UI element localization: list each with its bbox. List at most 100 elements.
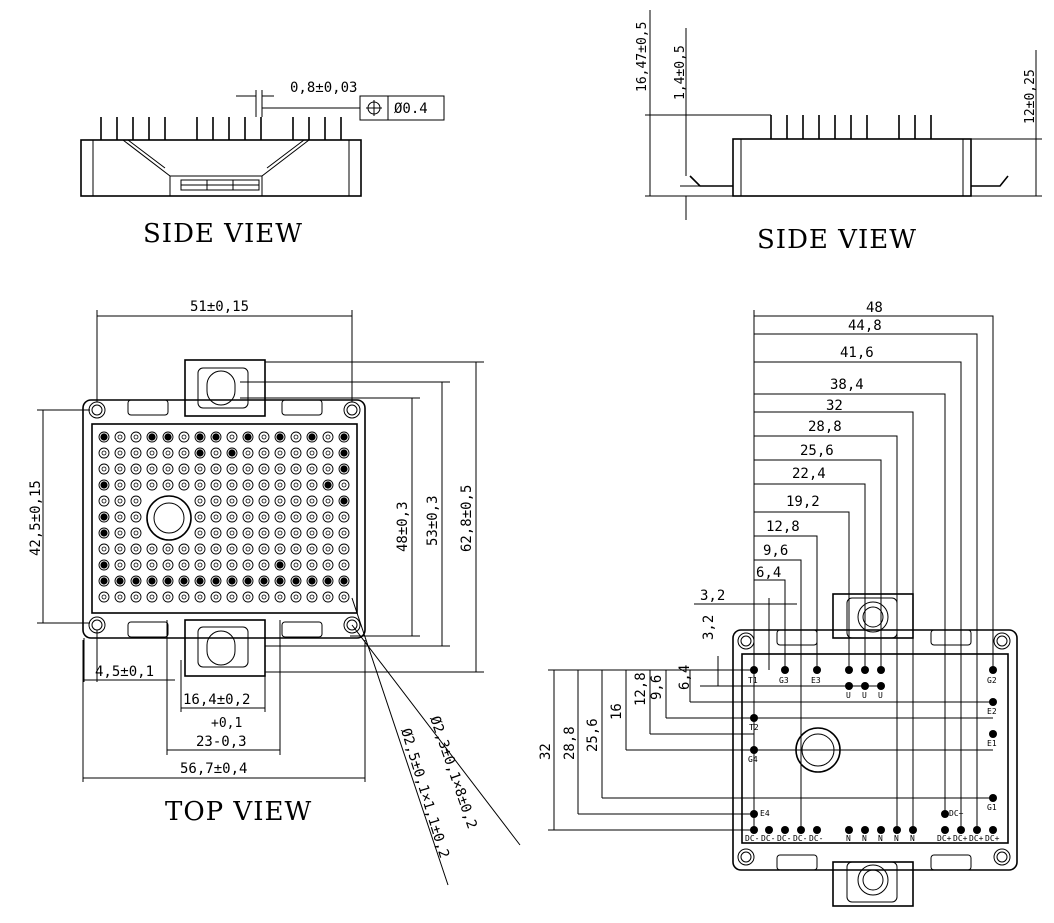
right-side-view: 16,47±0,5 1,4±0,5 12±0,25 SIDE VIEW <box>635 10 1042 255</box>
grid-pin-hole <box>114 527 126 539</box>
pin-dot <box>797 826 805 834</box>
svg-text:9,6: 9,6 <box>763 543 788 559</box>
grid-pin-hole <box>130 431 142 443</box>
grid-pin <box>340 465 348 473</box>
grid-pin-hole <box>194 447 206 459</box>
grid-pin <box>100 513 108 521</box>
svg-text:28,8: 28,8 <box>808 419 842 435</box>
grid-pin-hole <box>178 575 190 587</box>
pin-label-g4: G4 <box>748 755 758 764</box>
grid-pin-hole <box>290 543 302 555</box>
grid-pin <box>100 577 108 585</box>
grid-pin <box>293 514 299 520</box>
pin-dot <box>750 746 758 754</box>
grid-pin <box>277 546 283 552</box>
grid-pin <box>196 433 204 441</box>
grid-pin-hole <box>306 479 318 491</box>
grid-pin-hole <box>226 543 238 555</box>
pin-label-dcm-5: DC- <box>809 834 823 843</box>
grid-pin-hole <box>114 431 126 443</box>
pin-dot <box>989 794 997 802</box>
pin-dot <box>845 666 853 674</box>
pin-width-dim: 0,8±0,03 <box>290 80 357 96</box>
grid-pin <box>276 433 284 441</box>
grid-pin <box>245 498 251 504</box>
grid-pin-hole <box>226 511 238 523</box>
pin-dot <box>845 682 853 690</box>
pin-dot <box>750 810 758 818</box>
pin-dot <box>750 826 758 834</box>
grid-pin-hole <box>178 479 190 491</box>
grid-pin-hole <box>130 511 142 523</box>
grid-pin <box>100 561 108 569</box>
grid-pin-hole <box>178 463 190 475</box>
grid-pin <box>341 482 347 488</box>
grid-pin-hole <box>242 431 254 443</box>
svg-text:12,8: 12,8 <box>633 672 649 706</box>
grid-pin <box>245 546 251 552</box>
grid-pin-hole <box>338 463 350 475</box>
pin-label-dcp-3: DC+ <box>969 834 984 843</box>
grid-pin <box>213 530 219 536</box>
grid-pin-hole <box>114 575 126 587</box>
grid-pin <box>340 449 348 457</box>
grid-pin <box>181 434 187 440</box>
grid-pin <box>149 466 155 472</box>
grid-pin-hole <box>290 495 302 507</box>
pin-label-n-5: N <box>910 834 915 843</box>
grid-pin <box>277 594 283 600</box>
grid-pin-hole <box>162 543 174 555</box>
grid-pin <box>117 466 123 472</box>
grid-pin <box>340 577 348 585</box>
left-side-pins <box>100 117 342 140</box>
grid-pin-hole <box>306 495 318 507</box>
grid-pin <box>340 497 348 505</box>
grid-pin <box>293 466 299 472</box>
height-inner-dim: 48±0,3 <box>395 501 411 552</box>
grid-pin <box>325 594 331 600</box>
grid-pin <box>197 530 203 536</box>
grid-pin <box>213 450 219 456</box>
grid-pin-hole <box>322 559 334 571</box>
grid-pin <box>340 433 348 441</box>
grid-pin-hole <box>226 479 238 491</box>
grid-pin <box>149 594 155 600</box>
grid-pin <box>213 594 219 600</box>
grid-pin <box>244 577 252 585</box>
grid-pin-hole <box>306 575 318 587</box>
grid-pin-hole <box>258 447 270 459</box>
grid-pin <box>308 577 316 585</box>
grid-pin-hole <box>210 559 222 571</box>
grid-pin-hole <box>322 447 334 459</box>
grid-pin <box>165 546 171 552</box>
grid-pin-hole <box>322 575 334 587</box>
grid-pin-hole <box>258 575 270 587</box>
grid-pin-hole <box>338 527 350 539</box>
grid-pin <box>148 433 156 441</box>
grid-pin-hole <box>338 431 350 443</box>
grid-pin-hole <box>162 431 174 443</box>
pin-label-dcm-3: DC- <box>777 834 791 843</box>
grid-pin <box>197 546 203 552</box>
grid-pin-hole <box>194 495 206 507</box>
grid-pin-hole <box>98 559 110 571</box>
grid-pin <box>212 577 220 585</box>
grid-pin-hole <box>162 463 174 475</box>
grid-pin-hole <box>274 543 286 555</box>
grid-pin <box>229 466 235 472</box>
height-outer-dim: 62,8±0,5 <box>459 485 475 552</box>
grid-pin-hole <box>194 543 206 555</box>
grid-pin <box>101 594 107 600</box>
grid-pin <box>325 434 331 440</box>
pin-label-dcm-1: DC- <box>745 834 759 843</box>
grid-pin-hole <box>226 495 238 507</box>
grid-pin <box>213 482 219 488</box>
grid-pin <box>132 577 140 585</box>
grid-pin-hole <box>290 447 302 459</box>
grid-pin-hole <box>114 495 126 507</box>
height-left-dim: 42,5±0,15 <box>28 480 44 556</box>
grid-pin <box>277 530 283 536</box>
grid-pin <box>325 546 331 552</box>
grid-pin-hole <box>290 527 302 539</box>
grid-pin <box>117 514 123 520</box>
